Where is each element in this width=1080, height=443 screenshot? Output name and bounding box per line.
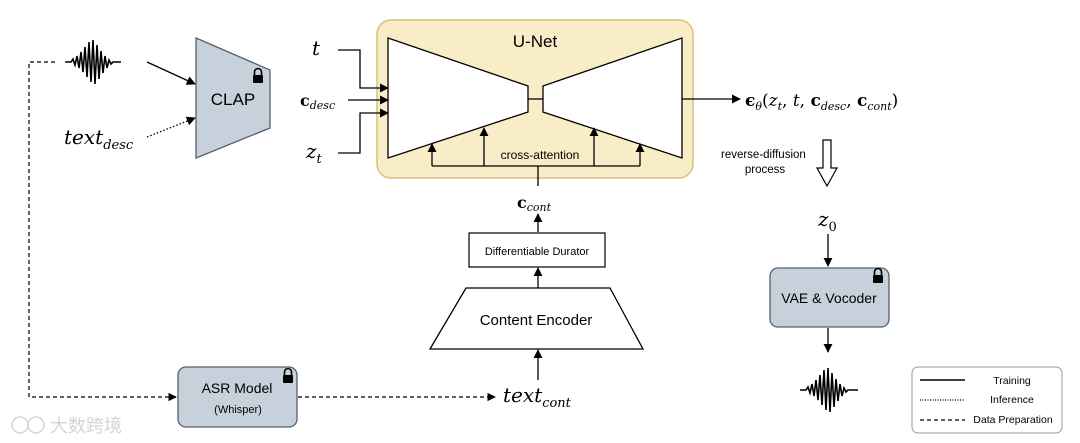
content-encoder-label: Content Encoder [480,312,593,329]
asr-model-sublabel: (Whisper) [214,404,262,416]
arrow-textdesc-to-clap [146,116,196,138]
arrow-t-to-unet [338,49,389,93]
legend: Training Inference Data Preparation [911,366,1063,434]
legend-training-label: Training [993,375,1031,387]
clap-label: CLAP [211,90,255,109]
arrow-zt-to-unet [338,108,389,154]
watermark-text: 大数跨境 [50,416,122,436]
vae-lock-icon [873,267,883,283]
clap-trapezoid [195,37,271,159]
watermark: 大数跨境 [11,416,122,436]
reverse-diffusion-label: reverse-diffusion process [721,149,809,176]
z-t-label: zt [305,139,323,167]
unet-decoder-trapezoid [542,37,683,159]
data-prep-path-waveform-to-asr [28,61,177,402]
asr-model-block: ASR Model (Whisper) [177,366,298,428]
cross-attention-label: cross-attention [501,148,580,162]
content-encoder-block: Content Encoder [428,287,645,350]
c-cont-label: ccont [517,193,552,214]
legend-inference-label: Inference [990,394,1034,406]
unet-title: U-Net [513,32,558,51]
asr-lock-icon [283,367,293,383]
reverse-diffusion-hollow-arrow [815,139,839,188]
text-cont-label: textcont [503,383,572,411]
asr-model-box [177,366,298,428]
arrow-waveform-to-clap [146,61,196,85]
content-encoder-trapezoid [428,287,645,350]
cross-attention-connectors [427,127,645,186]
input-waveform-icon [65,39,121,85]
vae-vocoder-box [769,267,890,328]
vae-vocoder-block: VAE & Vocoder [769,267,890,328]
unet-encoder-trapezoid [387,37,529,159]
durator-label: Differentiable Durator [485,246,590,258]
durator-block: Differentiable Durator [468,232,606,268]
text-desc-label: textdesc [64,125,134,153]
output-epsilon-expression: ϵθ(zt, t, cdesc, ccont) [745,91,898,113]
output-waveform-icon [800,367,858,413]
c-desc-label: cdesc [300,91,335,112]
t-label: t [312,36,321,60]
legend-box [911,366,1063,434]
z0-label: z0 [817,207,837,235]
vae-vocoder-label: VAE & Vocoder [781,290,877,306]
watermark-logo-icon [11,416,29,434]
durator-box [468,232,606,268]
clap-block: CLAP [195,37,271,159]
clap-lock-icon [253,67,263,83]
asr-model-label: ASR Model [202,380,273,396]
legend-data-prep-label: Data Preparation [973,414,1053,426]
unet-block: U-Net cross-attention [376,19,694,186]
